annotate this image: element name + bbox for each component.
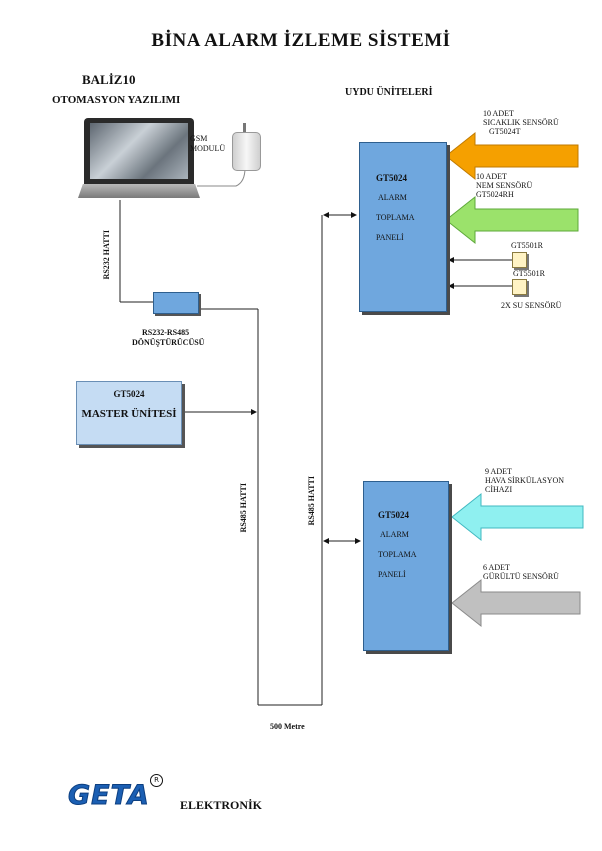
humidity-model: GT5024RH <box>476 190 514 199</box>
rs485-line-label-left: RS485 HATTI <box>239 483 248 533</box>
air-circulation-label: HAVA SİRKÜLASYON <box>485 476 565 485</box>
alarm-panel-2: GT5024 ALARM TOPLAMA PANELİ <box>363 481 449 651</box>
noise-arrow <box>451 578 581 628</box>
registered-mark: R <box>150 774 163 787</box>
temperature-label: SICAKLIK SENSÖRÜ <box>483 118 559 127</box>
software-name: BALİZ10 <box>82 72 136 87</box>
master-model: GT5024 <box>113 389 145 399</box>
gsm-module-icon <box>232 123 261 171</box>
temperature-arrow <box>445 131 579 181</box>
water-sensor-1-label: GT5501R <box>511 241 543 250</box>
panel-1-line2: TOPLAMA <box>376 213 415 222</box>
rs485-line-label-right: RS485 HATTI <box>307 476 316 526</box>
rs232-rs485-converter <box>153 292 199 314</box>
water-sensor-count-label: 2X SU SENSÖRÜ <box>501 301 562 310</box>
water-sensor-1 <box>512 252 527 268</box>
water-sensor-2 <box>512 279 527 295</box>
software-subtitle: OTOMASYON YAZILIMI <box>52 94 181 106</box>
noise-label: GÜRÜLTÜ SENSÖRÜ <box>483 572 559 581</box>
water-sensor-2-label: GT5501R <box>513 269 545 278</box>
panel-2-line2: TOPLAMA <box>378 550 417 559</box>
air-circulation-arrow <box>451 492 584 542</box>
master-unit: GT5024 MASTER ÜNİTESİ <box>76 381 182 445</box>
gsm-module-label-2: MODULÜ <box>190 144 226 153</box>
rs232-line-label: RS232 HATTI <box>102 230 111 280</box>
temperature-model: GT5024T <box>489 127 521 136</box>
master-label: MASTER ÜNİTESİ <box>81 408 177 420</box>
geta-logo: GETA <box>68 780 150 812</box>
panel-1-line1: ALARM <box>378 193 407 202</box>
converter-label-2: DÖNÜŞTÜRÜCÜSÜ <box>132 338 205 347</box>
panel-1-line3: PANELİ <box>376 233 404 242</box>
temperature-count: 10 ADET <box>483 109 514 118</box>
air-circulation-count: 9 ADET <box>485 467 512 476</box>
gsm-module-label: GSM <box>190 134 208 143</box>
air-circulation-device: CİHAZI <box>485 485 513 494</box>
laptop-icon <box>78 118 200 200</box>
brand-name: ELEKTRONİK <box>180 798 263 812</box>
humidity-arrow <box>445 195 579 245</box>
page-title: BİNA ALARM İZLEME SİSTEMİ <box>151 30 451 51</box>
panel-2-line3: PANELİ <box>378 570 406 579</box>
noise-count: 6 ADET <box>483 563 510 572</box>
satellite-units-title: UYDU ÜNİTELERİ <box>345 87 433 98</box>
distance-label: 500 Metre <box>270 722 305 731</box>
panel-1-model: GT5024 <box>376 173 408 183</box>
converter-label: RS232-RS485 <box>142 328 190 337</box>
panel-2-model: GT5024 <box>378 510 410 520</box>
panel-2-line1: ALARM <box>380 530 409 539</box>
humidity-count: 10 ADET <box>476 172 507 181</box>
humidity-label: NEM SENSÖRÜ <box>476 181 533 190</box>
alarm-panel-1: GT5024 ALARM TOPLAMA PANELİ <box>359 142 447 312</box>
